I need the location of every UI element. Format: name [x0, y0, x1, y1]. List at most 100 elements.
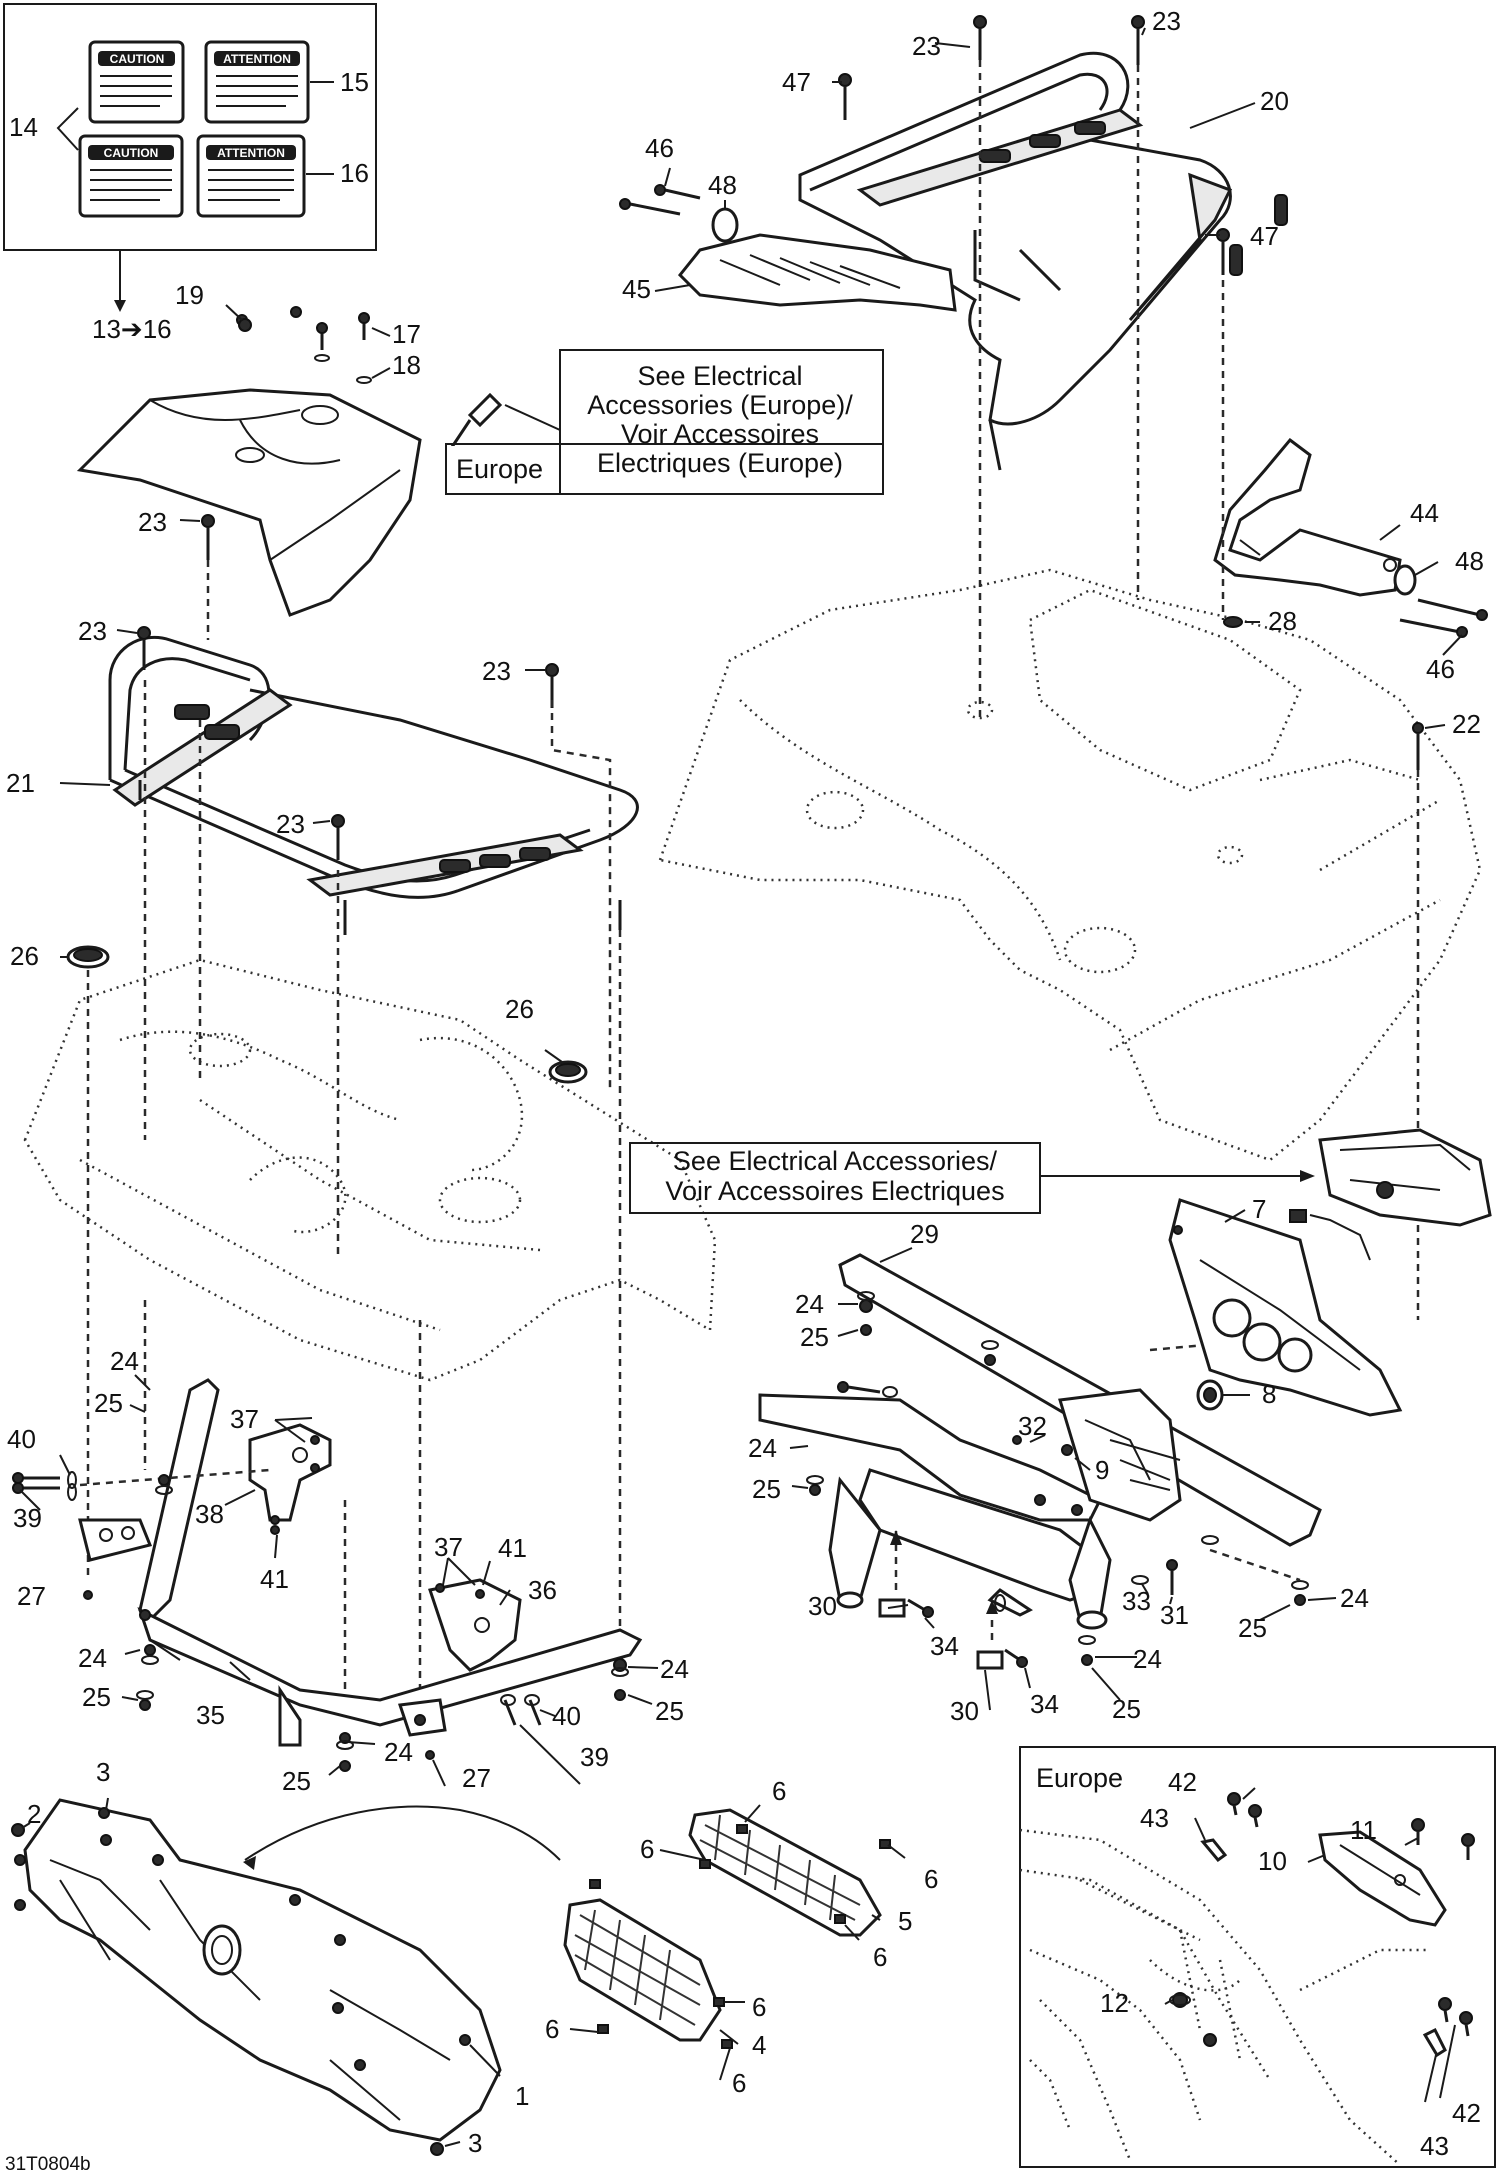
label-47-a: 47 — [782, 67, 811, 97]
label-23-f: 23 — [1152, 6, 1181, 36]
label-24-d: 24 — [1133, 1644, 1162, 1674]
label-48-b: 48 — [1455, 546, 1484, 576]
bolt-23-rack-mid — [331, 814, 345, 860]
bracket-38 — [248, 1423, 332, 1522]
fasteners-front — [12, 1435, 629, 1772]
label-44: 44 — [1410, 498, 1439, 528]
label-6-c: 6 — [924, 1864, 938, 1894]
label-46-a: 46 — [645, 133, 674, 163]
rear-rack — [798, 51, 1288, 471]
front-fender — [23, 958, 717, 1382]
svg-text:Europe: Europe — [456, 454, 543, 484]
label-47-b: 47 — [1250, 221, 1279, 251]
label-8: 8 — [1262, 1379, 1276, 1409]
electrical-callout: See Electrical Accessories/ Voir Accesso… — [629, 1142, 1315, 1214]
europe-electrical-callout: Europe See Electrical Accessories (Europ… — [445, 349, 884, 495]
label-26-b: 26 — [505, 994, 534, 1024]
label-48-a: 48 — [708, 170, 737, 200]
label-9: 9 — [1095, 1455, 1109, 1485]
label-41-a: 41 — [260, 1564, 289, 1594]
label-24-e: 24 — [110, 1346, 139, 1376]
label-38: 38 — [195, 1499, 224, 1529]
label-21: 21 — [6, 768, 35, 798]
clips-6 — [589, 1824, 891, 2049]
label-24-g: 24 — [384, 1737, 413, 1767]
svg-text:Europe: Europe — [1036, 1763, 1123, 1793]
label-37-a: 37 — [230, 1404, 259, 1434]
screw-22 — [1412, 722, 1424, 770]
label-14: 14 — [9, 112, 38, 142]
label-32: 32 — [1018, 1411, 1047, 1441]
grommet-26-left — [66, 945, 110, 969]
label-3-a: 3 — [96, 1757, 110, 1787]
label-1: 1 — [515, 2081, 529, 2111]
label-5: 5 — [898, 1906, 912, 1936]
grommet-8 — [1196, 1379, 1224, 1411]
label-12: 12 — [1100, 1988, 1129, 2018]
svg-text:Electriques (Europe): Electriques (Europe) — [597, 448, 843, 478]
label-43-a: 43 — [1140, 1803, 1169, 1833]
fasteners-rear-frame — [806, 1291, 1309, 1670]
fasteners-rear-rack — [619, 15, 1488, 638]
label-37-b: 37 — [434, 1532, 463, 1562]
svg-text:CAUTION: CAUTION — [104, 146, 159, 160]
label-16: 16 — [340, 158, 369, 188]
grommet-19 — [225, 304, 252, 332]
label-25-b: 25 — [752, 1474, 781, 1504]
label-15: 15 — [340, 67, 369, 97]
rear-frame — [758, 1253, 1322, 1630]
label-30-a: 30 — [808, 1591, 837, 1621]
label-6-b: 6 — [640, 1834, 654, 1864]
label-34-a: 34 — [930, 1631, 959, 1661]
label-23-e: 23 — [912, 31, 941, 61]
part-labels: 14 15 16 19 13➔16 17 18 23 23 23 23 23 2… — [5, 6, 1484, 2175]
label-35: 35 — [196, 1700, 225, 1730]
label-24-a: 24 — [795, 1289, 824, 1319]
label-25-f: 25 — [82, 1682, 111, 1712]
label-6-d: 6 — [873, 1942, 887, 1972]
label-6-g: 6 — [732, 2068, 746, 2098]
label-25-d: 25 — [1112, 1694, 1141, 1724]
label-27-a: 27 — [17, 1581, 46, 1611]
side-handle-45 — [677, 233, 957, 312]
caution-decal-top: CAUTION — [88, 40, 185, 124]
label-30-b: 30 — [950, 1696, 979, 1726]
label-20: 20 — [1260, 86, 1289, 116]
front-bumper-frame — [78, 1378, 643, 1747]
label-22: 22 — [1452, 709, 1481, 739]
label-25-a: 25 — [800, 1322, 829, 1352]
license-plate-bracket-10 — [1318, 1830, 1447, 1927]
front-fascia — [11, 1798, 561, 2156]
label-33: 33 — [1122, 1586, 1151, 1616]
svg-text:See Electrical Accessories/: See Electrical Accessories/ — [673, 1146, 998, 1176]
label-31: 31 — [1160, 1600, 1189, 1630]
label-24-h: 24 — [660, 1654, 689, 1684]
label-28: 28 — [1268, 606, 1297, 636]
label-7: 7 — [1252, 1194, 1266, 1224]
label-24-c: 24 — [1340, 1583, 1369, 1613]
svg-text:ATTENTION: ATTENTION — [217, 146, 285, 160]
label-23-d: 23 — [276, 809, 305, 839]
label-42-a: 42 — [1168, 1767, 1197, 1797]
grille-4 — [563, 1898, 722, 2042]
caution-decal-bottom: CAUTION — [78, 134, 184, 218]
attention-decal-top: ATTENTION — [204, 40, 310, 124]
label-2: 2 — [27, 1799, 41, 1829]
bracket-36 — [428, 1578, 522, 1672]
label-25-c: 25 — [1238, 1613, 1267, 1643]
svg-text:Accessories (Europe)/: Accessories (Europe)/ — [587, 390, 853, 420]
label-6-f: 6 — [545, 2014, 559, 2044]
fasteners-europe — [1169, 1792, 1475, 2058]
label-18: 18 — [392, 350, 421, 380]
svg-text:Voir Accessoires: Voir Accessoires — [621, 419, 819, 449]
alignment-lines-rear — [978, 60, 1420, 1352]
europe-inset: Europe — [1019, 1746, 1496, 2168]
label-4: 4 — [752, 2030, 766, 2060]
rear-fender — [658, 568, 1482, 1162]
label-23-a: 23 — [138, 507, 167, 537]
label-29: 29 — [910, 1219, 939, 1249]
svg-text:See Electrical: See Electrical — [637, 361, 802, 391]
tail-light — [1289, 1128, 1492, 1261]
label-25-h: 25 — [655, 1696, 684, 1726]
